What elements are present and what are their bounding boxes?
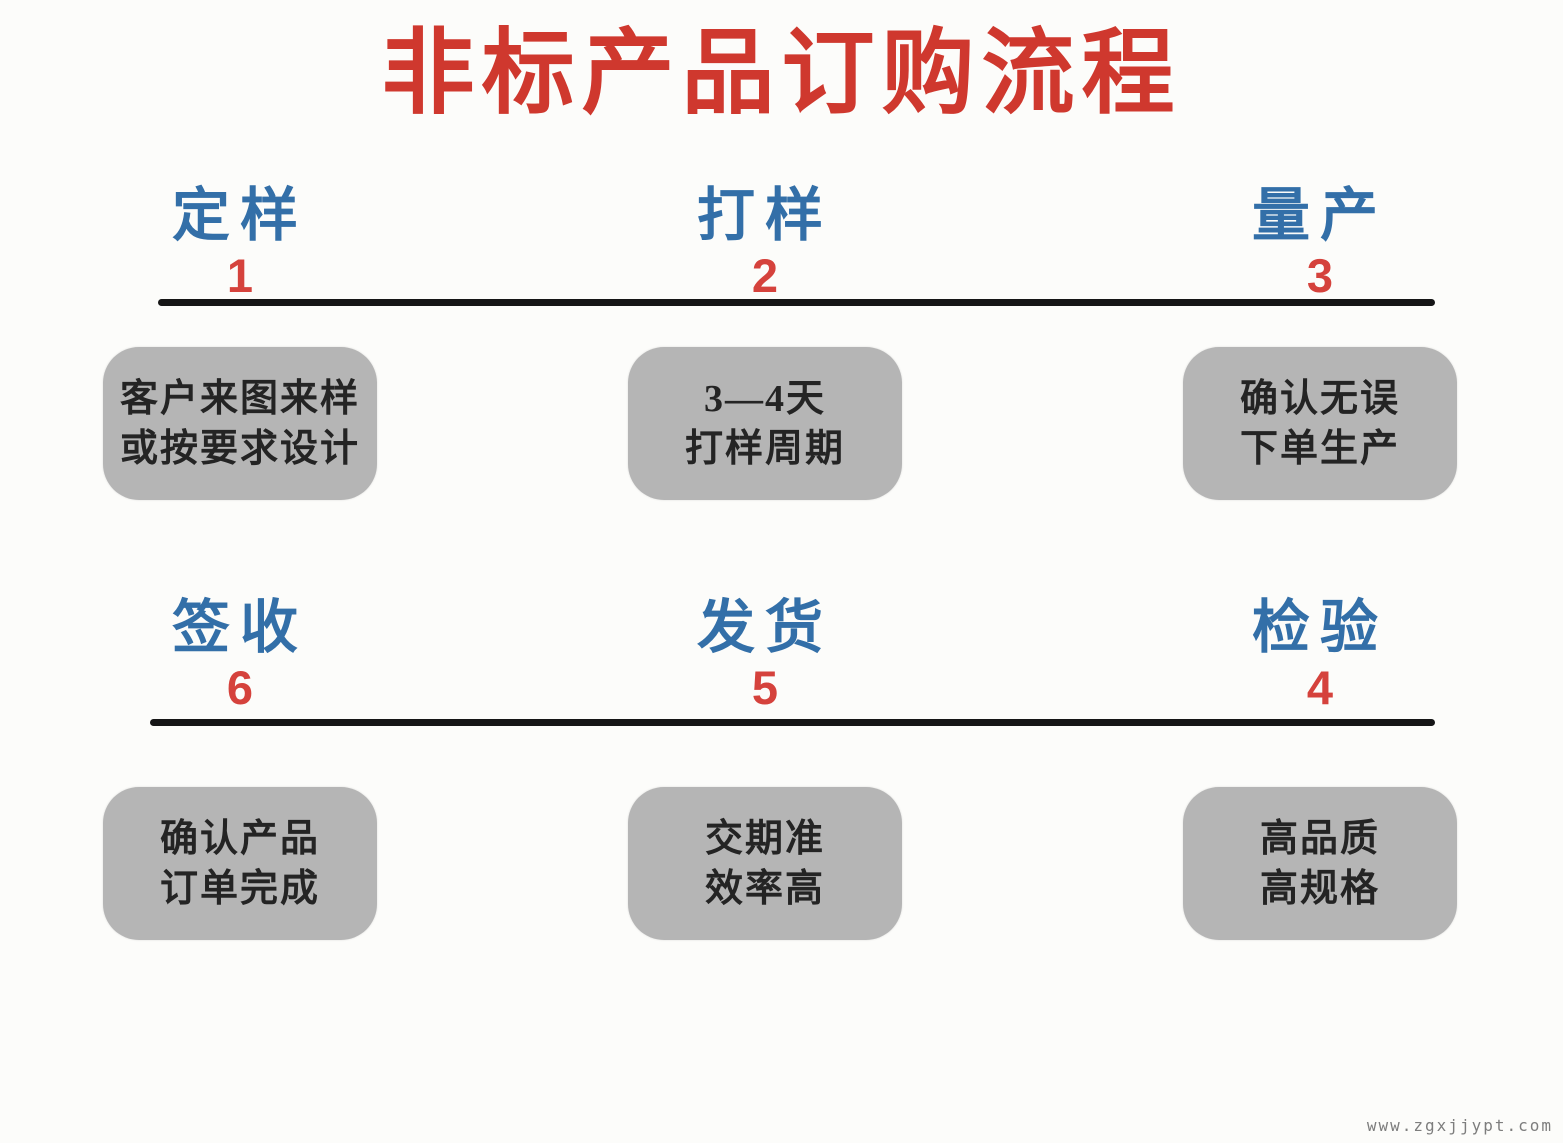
box-line: 高品质 xyxy=(1259,817,1380,860)
step-label: 打样 xyxy=(696,183,833,248)
box-line: 确认产品 xyxy=(159,817,320,860)
box-line: 3—4天 xyxy=(703,377,826,420)
step-label: 定样 xyxy=(171,183,308,248)
step-column-jianyan: 检验 4 高品质 高规格 xyxy=(1170,595,1470,940)
step-number: 4 xyxy=(1306,661,1334,714)
step-label: 签收 xyxy=(171,595,308,660)
step-box: 交期准 效率高 xyxy=(628,787,902,940)
box-line: 客户来图来样 xyxy=(119,377,360,420)
box-line: 下单生产 xyxy=(1239,427,1400,470)
step-number: 2 xyxy=(751,249,779,302)
step-box: 确认无误 下单生产 xyxy=(1183,347,1457,500)
step-number: 3 xyxy=(1306,249,1334,302)
timeline-bottom xyxy=(150,719,1435,726)
box-line: 交期准 xyxy=(704,817,825,860)
step-label: 发货 xyxy=(696,595,833,660)
box-line: 订单完成 xyxy=(159,867,320,910)
step-column-qianshou: 签收 6 确认产品 订单完成 xyxy=(90,595,390,940)
box-line: 或按要求设计 xyxy=(119,427,360,470)
step-column-dayang: 打样 2 3—4天 打样周期 xyxy=(615,183,915,500)
step-box: 3—4天 打样周期 xyxy=(628,347,902,500)
box-line: 效率高 xyxy=(704,867,825,910)
step-column-fahuo: 发货 5 交期准 效率高 xyxy=(615,595,915,940)
step-label: 量产 xyxy=(1251,183,1388,248)
watermark: www.zgxjjypt.com xyxy=(1366,1116,1553,1135)
step-box: 客户来图来样 或按要求设计 xyxy=(103,347,377,500)
timeline-top xyxy=(158,299,1435,306)
box-line: 打样周期 xyxy=(684,427,845,470)
page-title: 非标产品订购流程 xyxy=(381,23,1182,126)
step-label: 检验 xyxy=(1251,595,1388,660)
box-line: 高规格 xyxy=(1259,867,1380,910)
step-number: 6 xyxy=(226,661,254,714)
step-box: 高品质 高规格 xyxy=(1183,787,1457,940)
step-box: 确认产品 订单完成 xyxy=(103,787,377,940)
box-line: 确认无误 xyxy=(1239,377,1400,420)
step-column-dingyang: 定样 1 客户来图来样 或按要求设计 xyxy=(90,183,390,500)
step-number: 5 xyxy=(751,661,779,714)
step-column-liangchan: 量产 3 确认无误 下单生产 xyxy=(1170,183,1470,500)
step-number: 1 xyxy=(226,249,254,302)
